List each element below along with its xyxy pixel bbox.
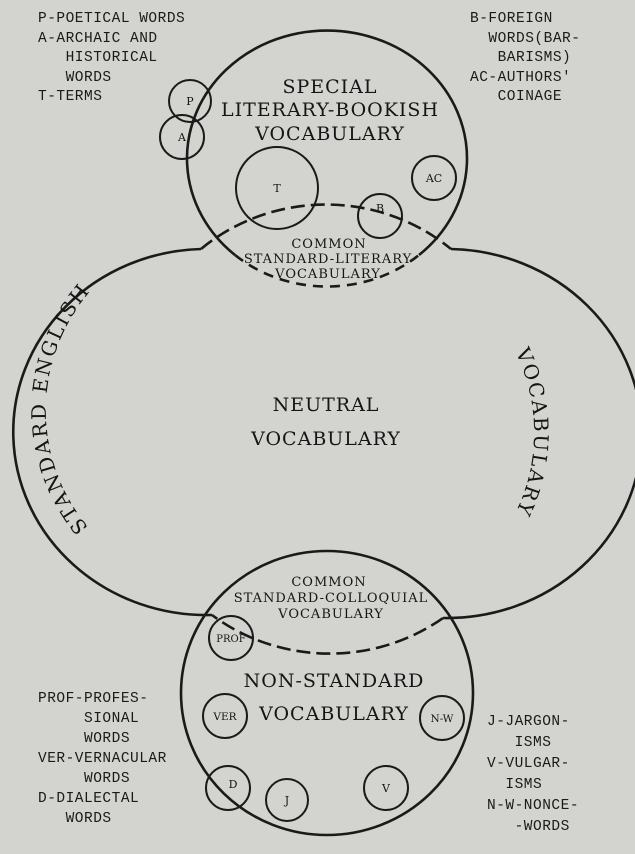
neutral-circle-dashed-bottom [211,613,444,655]
legend-line: ISMS [487,735,552,751]
nonce-words-circle [419,695,465,741]
nonstandard-title-line-2: VOCABULARY [258,703,409,725]
legend-bottom-left: PROF-PROFES- SIONAL WORDS VER-VERNACULAR… [38,689,167,829]
legend-line: SIONAL [38,711,140,727]
legend-top-right: B-FOREIGN WORDS(BAR- BARISMS) AC-AUTHORS… [470,10,580,108]
neutral-circle-left [11,247,213,617]
professional-circle [208,615,254,661]
jargonisms-label: J [284,794,289,807]
terms-circle [235,146,319,230]
common-colloquial-line-3: VOCABULARY [277,607,384,622]
vulgarisms-circle [363,765,409,811]
vulgarisms-label: V [381,782,391,795]
neutral-title-line-2: VOCABULARY [250,428,401,450]
standard-english-curved-label: STANDARD ENGLISH [27,278,95,539]
legend-line: WORDS [38,731,131,747]
legend-line: ISMS [487,777,543,793]
common-literary-line-3: VOCABULARY [274,267,381,282]
legend-line: VER-VERNACULAR [38,751,167,767]
nonce-words-label: N-W [431,713,454,725]
legend-line: P-POETICAL WORDS [38,11,186,27]
dialectal-label: D [229,778,238,791]
authors-coinage-circle [411,155,457,201]
poetical-circle [168,79,212,123]
common-literary-line-1: COMMON [291,237,366,252]
special-title-line-3: VOCABULARY [254,123,405,145]
poetical-label: P [186,95,194,108]
dialectal-circle [205,765,251,811]
legend-line: J-JARGON- [487,714,570,730]
legend-line: WORDS(BAR- [470,30,581,47]
legend-line: WORDS [38,811,112,827]
legend-line: V-VULGAR- [487,756,570,772]
vernacular-circle [202,693,248,739]
vernacular-label: VER [212,711,237,723]
legend-line: BARISMS) [470,50,572,66]
nonstandard-circle [179,549,475,837]
legend-line: A-ARCHAIC AND [38,30,158,47]
legend-line: -WORDS [487,819,570,835]
legend-top-left: P-POETICAL WORDS A-ARCHAIC AND HISTORICA… [38,10,185,108]
legend-line: T-TERMS [38,89,103,105]
legend-line: B-FOREIGN [470,11,553,27]
common-colloquial-line-2: STANDARD-COLLOQUIAL [234,591,429,606]
neutral-circle-right [442,247,635,620]
neutral-circle-dashed-top [200,203,452,251]
foreign-words-label: B [376,202,384,215]
foreign-words-circle [357,193,403,239]
legend-line: D-DIALECTAL [38,791,140,807]
legend-line: HISTORICAL [38,50,158,66]
common-colloquial-line-1: COMMON [291,575,366,590]
jargonisms-circle [265,778,309,822]
common-literary-line-2: STANDARD-LITERARY [244,252,412,267]
legend-line: COINAGE [470,89,563,105]
special-title-line-2: LITERARY-BOOKISH [221,99,439,121]
legend-line: PROF-PROFES- [38,691,149,707]
professional-label: PROF [216,634,245,645]
archaic-label: A [177,131,187,144]
legend-line: AC-AUTHORS' [470,69,572,86]
vocabulary-curved-label: VOCABULARY [510,343,553,521]
legend-bottom-right: J-JARGON- ISMS V-VULGAR- ISMS N-W-NONCE-… [487,712,579,838]
legend-line: WORDS [38,69,112,86]
nonstandard-title-line-1: NON-STANDARD [244,670,425,692]
special-circle-outline [185,29,469,257]
archaic-circle [159,114,205,160]
authors-coinage-label: AC [425,172,442,185]
special-title-line-1: SPECIAL [282,76,377,98]
legend-line: WORDS [38,771,131,787]
legend-line: N-W-NONCE- [487,798,580,814]
terms-label: T [273,182,281,195]
special-circle-dashed-bottom [234,253,420,288]
neutral-title-line-1: NEUTRAL [273,394,380,416]
